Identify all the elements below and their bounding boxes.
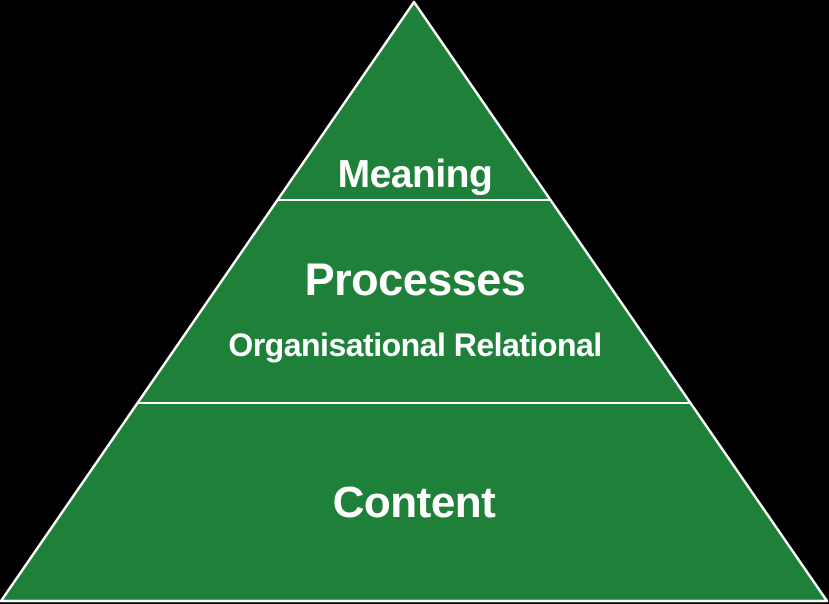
tier-processes-sublabel: Organisational Relational — [228, 327, 601, 363]
tier-processes-label: Processes — [305, 254, 526, 305]
tier-meaning-label: Meaning — [338, 153, 493, 196]
tier-content-label: Content — [333, 478, 497, 527]
